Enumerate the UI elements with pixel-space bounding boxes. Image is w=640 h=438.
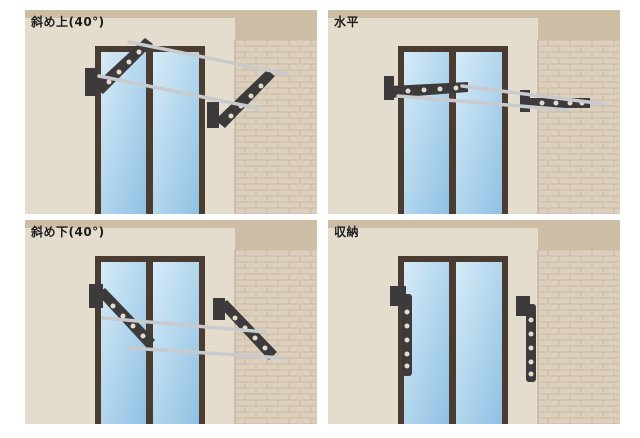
wall-bracket-left: [85, 68, 97, 96]
window-glass-left: [101, 262, 146, 424]
arm-left: [402, 294, 412, 376]
window-glass-right: [456, 52, 502, 214]
illustration-angled-up: [25, 10, 317, 214]
pole-lower: [396, 94, 570, 112]
window-glass-right: [456, 262, 502, 424]
panel-angled-down: 斜め下(40°): [25, 220, 317, 424]
panel-angled-up: 斜め上(40°): [25, 10, 317, 214]
pole-upper: [127, 40, 289, 76]
pole-lower: [127, 346, 285, 360]
panel-stowed: 収納: [328, 220, 620, 424]
window-glass-right: [153, 52, 199, 214]
panel-horizontal: 水平: [328, 10, 620, 214]
illustration-angled-down: [25, 220, 317, 424]
brick-wall: [235, 250, 317, 424]
window-glass-right: [153, 262, 199, 424]
panel-label: 収納: [334, 225, 360, 239]
arm-right: [526, 304, 536, 382]
ceiling: [328, 10, 620, 40]
wall-bracket-left: [384, 76, 394, 100]
pole-upper: [101, 316, 267, 334]
wall-bracket-left: [89, 284, 103, 308]
ceiling: [328, 220, 620, 250]
arm-left: [390, 82, 468, 98]
arm-left: [97, 288, 155, 348]
ceiling: [25, 220, 317, 250]
wall-bracket-right: [520, 90, 530, 112]
pole-lower: [97, 74, 259, 110]
ceiling: [25, 10, 317, 40]
wall-bracket-right: [213, 298, 225, 320]
illustration-horizontal: [328, 10, 620, 214]
panel-label: 水平: [334, 15, 360, 29]
panel-label: 斜め上(40°): [31, 15, 105, 29]
brick-wall: [538, 40, 620, 214]
window-glass-left: [404, 52, 449, 214]
illustration-stowed: [328, 220, 620, 424]
brick-wall: [538, 250, 620, 424]
wall-bracket-right: [207, 102, 219, 128]
pole-upper: [460, 84, 606, 106]
panel-label: 斜め下(40°): [31, 225, 105, 239]
